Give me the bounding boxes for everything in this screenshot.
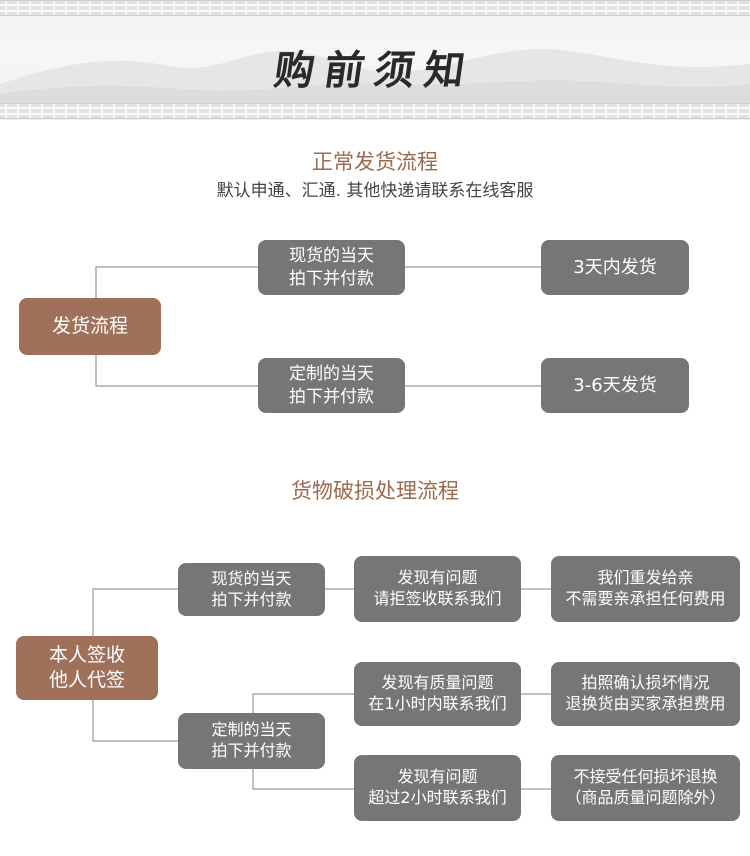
condition-line-1: 现货的当天 bbox=[211, 568, 292, 588]
damage-condition-custom: 定制的当天 拍下并付款 bbox=[178, 713, 325, 769]
result-line-1: 拍照确认损坏情况 bbox=[581, 673, 710, 693]
damage-root-node: 本人签收 他人代签 bbox=[16, 636, 158, 700]
fret-border-bottom bbox=[0, 103, 750, 119]
condition-line-2: 拍下并付款 bbox=[289, 268, 374, 289]
step-line-2: 请拒签收联系我们 bbox=[373, 589, 502, 608]
shipping-section-subtitle: 默认申通、汇通. 其他快递请联系在线客服 bbox=[216, 181, 534, 201]
shipping-root-node: 发货流程 bbox=[19, 298, 161, 355]
result-line-2: 退换货由买家承担费用 bbox=[565, 694, 726, 713]
step-line-1: 发现有问题 bbox=[397, 568, 478, 588]
damage-step-quality: 发现有质量问题 在1小时内联系我们 bbox=[354, 662, 521, 726]
mountain-backdrop-icon bbox=[0, 49, 750, 104]
condition-line-1: 现货的当天 bbox=[289, 246, 374, 267]
shipping-root-label: 发货流程 bbox=[51, 315, 128, 338]
result-line-1: 我们重发给亲 bbox=[597, 568, 694, 588]
shipping-result-instock: 3天内发货 bbox=[541, 240, 689, 295]
damage-result-instock: 我们重发给亲 不需要亲承担任何费用 bbox=[551, 556, 740, 622]
header-banner: 购前须知 bbox=[0, 0, 750, 120]
step-line-2: 超过2小时联系我们 bbox=[368, 788, 507, 807]
step-line-1: 发现有问题 bbox=[397, 767, 478, 787]
shipping-result-custom: 3-6天发货 bbox=[541, 358, 689, 413]
damage-condition-instock: 现货的当天 拍下并付款 bbox=[178, 563, 325, 616]
result-line-2: （商品质量问题除外） bbox=[565, 788, 726, 807]
damage-result-quality: 拍照确认损坏情况 退换货由买家承担费用 bbox=[551, 662, 740, 726]
result-line-1: 不接受任何损坏退换 bbox=[573, 767, 718, 787]
result-line-2: 不需要亲承担任何费用 bbox=[565, 589, 726, 608]
damage-section-title: 货物破损处理流程 bbox=[291, 479, 459, 503]
fret-border-top bbox=[0, 0, 750, 16]
condition-line-2: 拍下并付款 bbox=[211, 589, 292, 609]
condition-line-2: 拍下并付款 bbox=[211, 741, 292, 760]
shipping-section-title: 正常发货流程 bbox=[312, 150, 438, 174]
damage-step-late: 发现有问题 超过2小时联系我们 bbox=[354, 755, 521, 821]
root-line-2: 他人代签 bbox=[48, 669, 125, 691]
step-line-1: 发现有质量问题 bbox=[381, 673, 494, 693]
shipping-condition-instock: 现货的当天 拍下并付款 bbox=[258, 240, 405, 295]
condition-line-2: 拍下并付款 bbox=[289, 386, 374, 407]
step-line-2: 在1小时内联系我们 bbox=[368, 694, 507, 713]
result-label: 3-6天发货 bbox=[573, 374, 657, 396]
condition-line-1: 定制的当天 bbox=[211, 720, 292, 740]
damage-result-late: 不接受任何损坏退换 （商品质量问题除外） bbox=[551, 755, 740, 821]
condition-line-1: 定制的当天 bbox=[289, 364, 374, 385]
shipping-condition-custom: 定制的当天 拍下并付款 bbox=[258, 358, 405, 413]
damage-step-instock: 发现有问题 请拒签收联系我们 bbox=[354, 556, 521, 622]
result-label: 3天内发货 bbox=[573, 256, 657, 278]
root-line-1: 本人签收 bbox=[48, 644, 125, 667]
